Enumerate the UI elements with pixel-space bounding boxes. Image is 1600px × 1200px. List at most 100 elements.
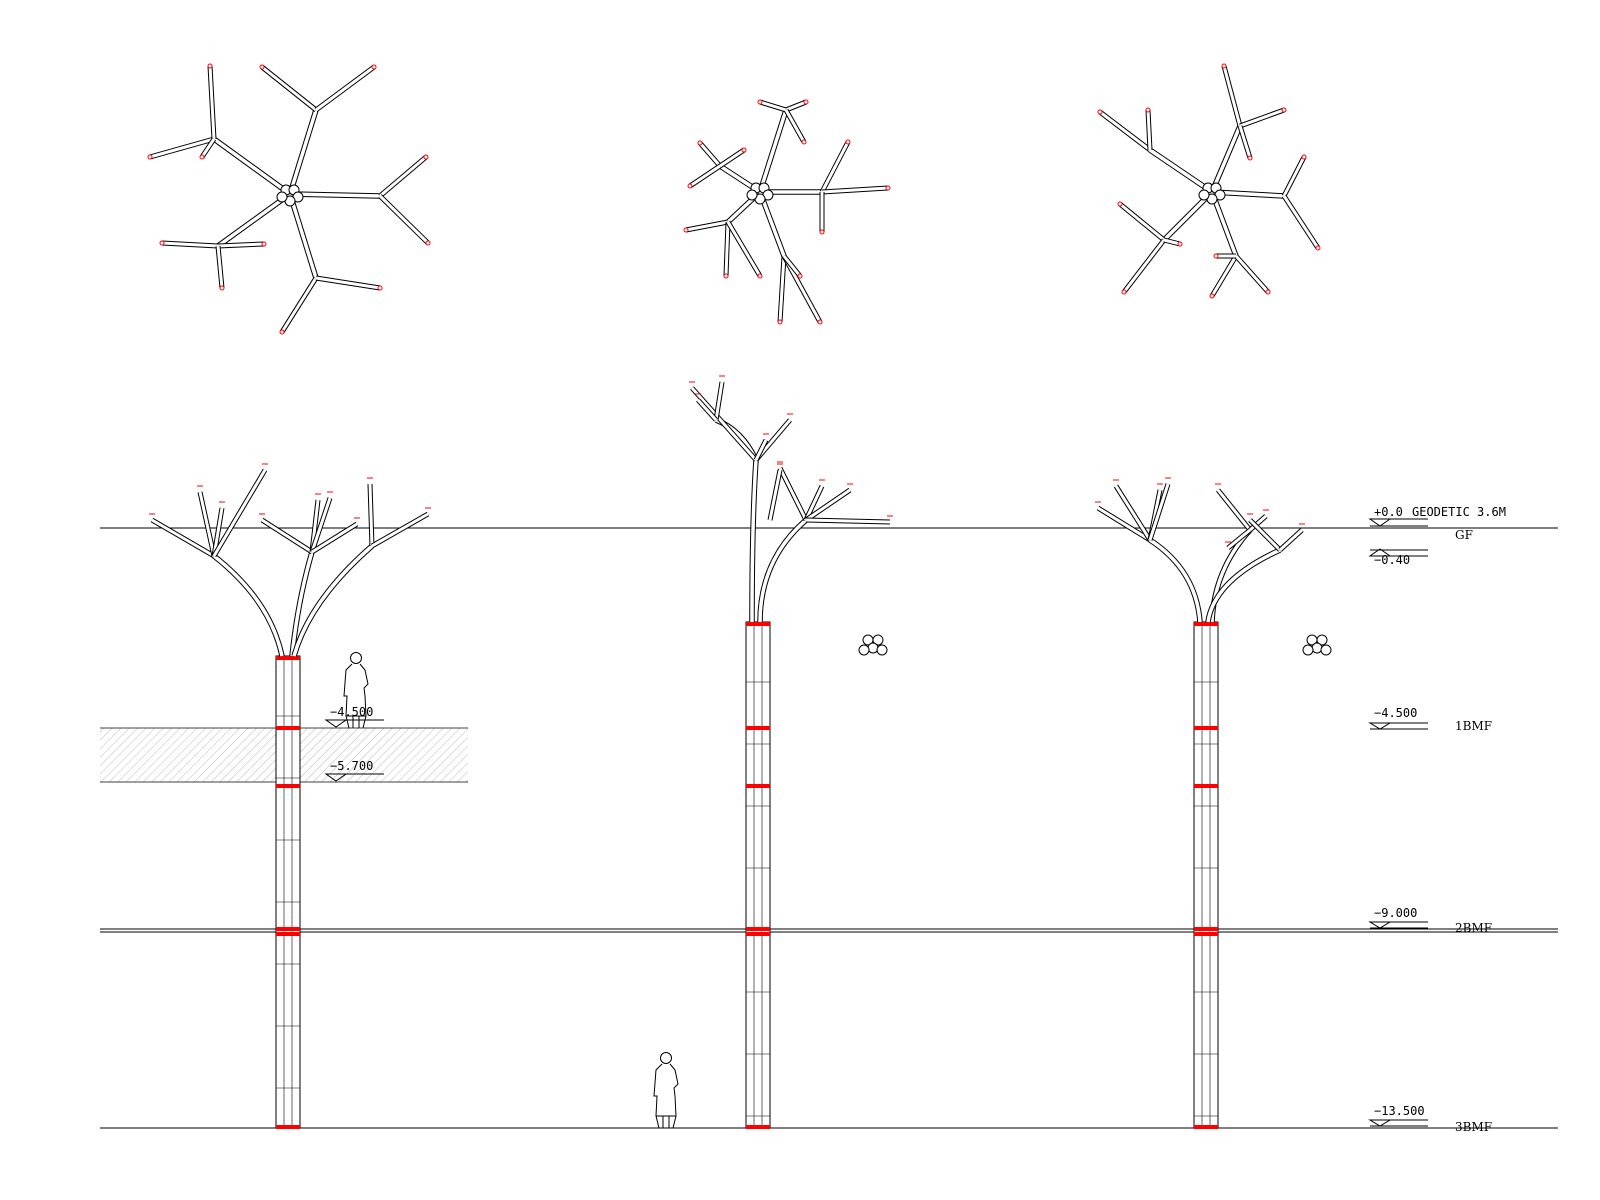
twig-fill — [1249, 514, 1267, 532]
tree-plan-3 — [1097, 63, 1321, 299]
plan-twig-fill — [216, 245, 224, 289]
shaft-red-band — [1194, 932, 1218, 936]
shaft-red-band — [1194, 927, 1218, 931]
plan-twig-fill — [1119, 202, 1165, 242]
tree-plan-2 — [683, 99, 891, 325]
plan-twig-fill — [1122, 239, 1166, 293]
plan-arm-fill — [288, 109, 318, 195]
plan-twig-tip — [1281, 107, 1287, 113]
twig-fill — [1097, 506, 1151, 542]
plan-arm-fill — [758, 109, 788, 193]
plan-twig-tip — [219, 285, 225, 291]
ground-finish-label: −0.40 — [1374, 553, 1410, 567]
plan-twig-fill — [200, 138, 216, 158]
shaft-red-band — [276, 784, 300, 788]
plan-twig-tip — [371, 64, 377, 70]
tree-plans — [147, 63, 1321, 335]
plan-twig-tip — [777, 319, 783, 325]
plan-twig-tip — [845, 139, 851, 145]
plan-twig-fill — [726, 221, 762, 277]
section-bottom-label: −5.700 — [330, 759, 373, 773]
ground-elevation-label: +0.0 — [1374, 505, 1403, 519]
plan-arm-fill — [212, 137, 292, 196]
twig-fill — [368, 483, 374, 547]
plan-twig-tip — [741, 147, 747, 153]
plan-twig-fill — [821, 186, 889, 194]
crown-1 — [149, 463, 431, 657]
twig-fill — [310, 497, 332, 553]
plan-twig-fill — [280, 277, 318, 333]
b2-elevation-label: −9.000 — [1374, 906, 1417, 920]
shaft-red-band — [746, 622, 770, 626]
section-top-label: −4.500 — [330, 705, 373, 719]
twig-fill — [212, 507, 224, 557]
plan-twig-fill — [315, 65, 375, 112]
branch-fill — [290, 551, 314, 657]
shaft-red-band — [276, 927, 300, 931]
plan-twig-fill — [161, 241, 219, 248]
plan-twig-tip — [261, 241, 267, 247]
plan-twig-fill — [782, 255, 802, 277]
shaft-red-band — [746, 784, 770, 788]
plan-twig-fill — [1239, 108, 1285, 128]
plan-twig-fill — [785, 100, 807, 112]
plan-twig-tip — [801, 139, 807, 145]
crown-3 — [1095, 477, 1305, 623]
plan-twig-tip — [1265, 289, 1271, 295]
plan-twig-fill — [379, 155, 427, 198]
plan-twig-fill — [1222, 65, 1242, 127]
twig-fill — [1248, 518, 1282, 552]
twig-fill — [778, 467, 808, 521]
twig-fill — [198, 491, 216, 557]
plan-twig-tip — [1209, 293, 1215, 299]
plan-twig-tip — [797, 273, 803, 279]
plan-twig-tip — [259, 64, 265, 70]
b3-level-name: 3BMF — [1455, 1120, 1492, 1134]
branch-fill — [1149, 538, 1202, 623]
crown-2 — [689, 375, 893, 623]
shaft-outline — [1193, 621, 1219, 1129]
plan-twig-fill — [1234, 255, 1270, 293]
shaft-red-band — [746, 932, 770, 936]
shaft-red-band — [276, 1125, 300, 1129]
shaft-red-band — [1194, 784, 1218, 788]
b2-level-name: 2BMF — [1455, 921, 1492, 935]
plan-twig-tip — [1117, 201, 1123, 207]
ground-level-name: GF — [1455, 528, 1473, 542]
plan-twig-fill — [1163, 238, 1181, 246]
plan-twig-fill — [208, 65, 216, 140]
plan-twig-tip — [1121, 289, 1127, 295]
twig-fill — [1216, 489, 1252, 531]
plan-core-circle — [1198, 189, 1210, 201]
plan-twig-fill — [378, 194, 430, 245]
b1-elevation-label: −4.500 — [1374, 706, 1417, 720]
branch-fill — [758, 518, 808, 623]
twig-fill — [261, 518, 313, 554]
plan-twig-fill — [1146, 109, 1152, 151]
plan-twig-fill — [1210, 255, 1238, 297]
plan-twig-fill — [759, 100, 787, 112]
plan-twig-fill — [1238, 125, 1252, 159]
twig-fill — [714, 381, 724, 421]
twig-fill — [1227, 528, 1251, 550]
branch-fill — [1206, 548, 1281, 623]
plan-twig-tip — [1301, 154, 1307, 160]
plan-twig-tip — [425, 240, 431, 246]
shaft-red-band — [1194, 1125, 1218, 1129]
tree-plan-1 — [147, 63, 431, 335]
plan-twig-tip — [279, 329, 285, 335]
column-shaft-3 — [1193, 621, 1219, 1129]
twig-fill — [311, 522, 358, 554]
plan-twig-tip — [885, 185, 891, 191]
plan-twig-fill — [689, 164, 721, 188]
plan-twig-tip — [147, 154, 153, 160]
scale-figure-lower — [653, 1052, 679, 1129]
plan-twig-tip — [377, 285, 383, 291]
elevation-markers — [324, 518, 1428, 1127]
plan-arm-fill — [1210, 125, 1242, 193]
plan-twig-tip — [1097, 109, 1103, 115]
twig-fill — [754, 439, 768, 461]
b1-level-name: 1BMF — [1455, 719, 1492, 733]
plan-twig-tip — [803, 99, 809, 105]
plan-twig-tip — [819, 229, 825, 235]
